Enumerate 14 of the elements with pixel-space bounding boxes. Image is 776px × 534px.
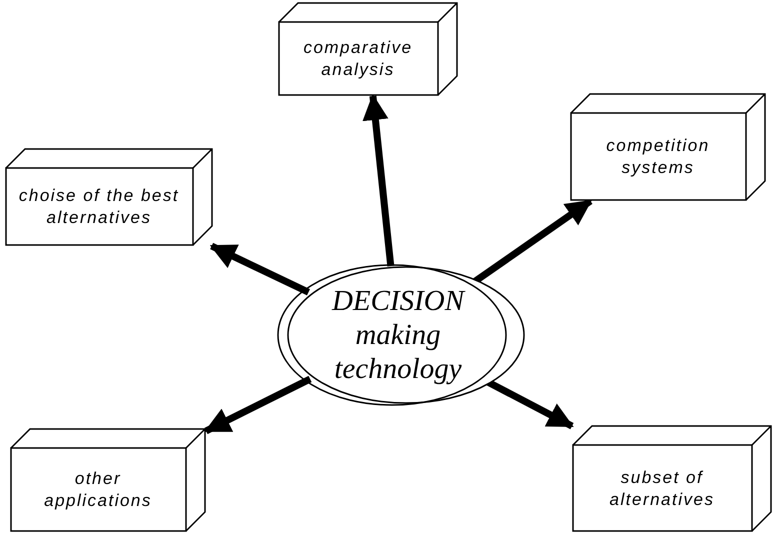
process-box <box>278 2 458 96</box>
arrow <box>204 376 312 434</box>
process-box <box>570 93 766 201</box>
node-text: comparative analysis <box>302 37 414 81</box>
node-text: DECISION making technology <box>330 284 466 386</box>
process-box <box>572 425 772 532</box>
arrow <box>210 242 310 296</box>
node-text: choise of the best alternatives <box>18 185 180 229</box>
node-text: other applications <box>43 468 153 512</box>
node-text: subset of alternatives <box>608 466 716 510</box>
node-text: competition systems <box>605 135 711 179</box>
process-box <box>10 428 206 532</box>
arrow <box>362 94 394 266</box>
process-box <box>5 148 213 246</box>
